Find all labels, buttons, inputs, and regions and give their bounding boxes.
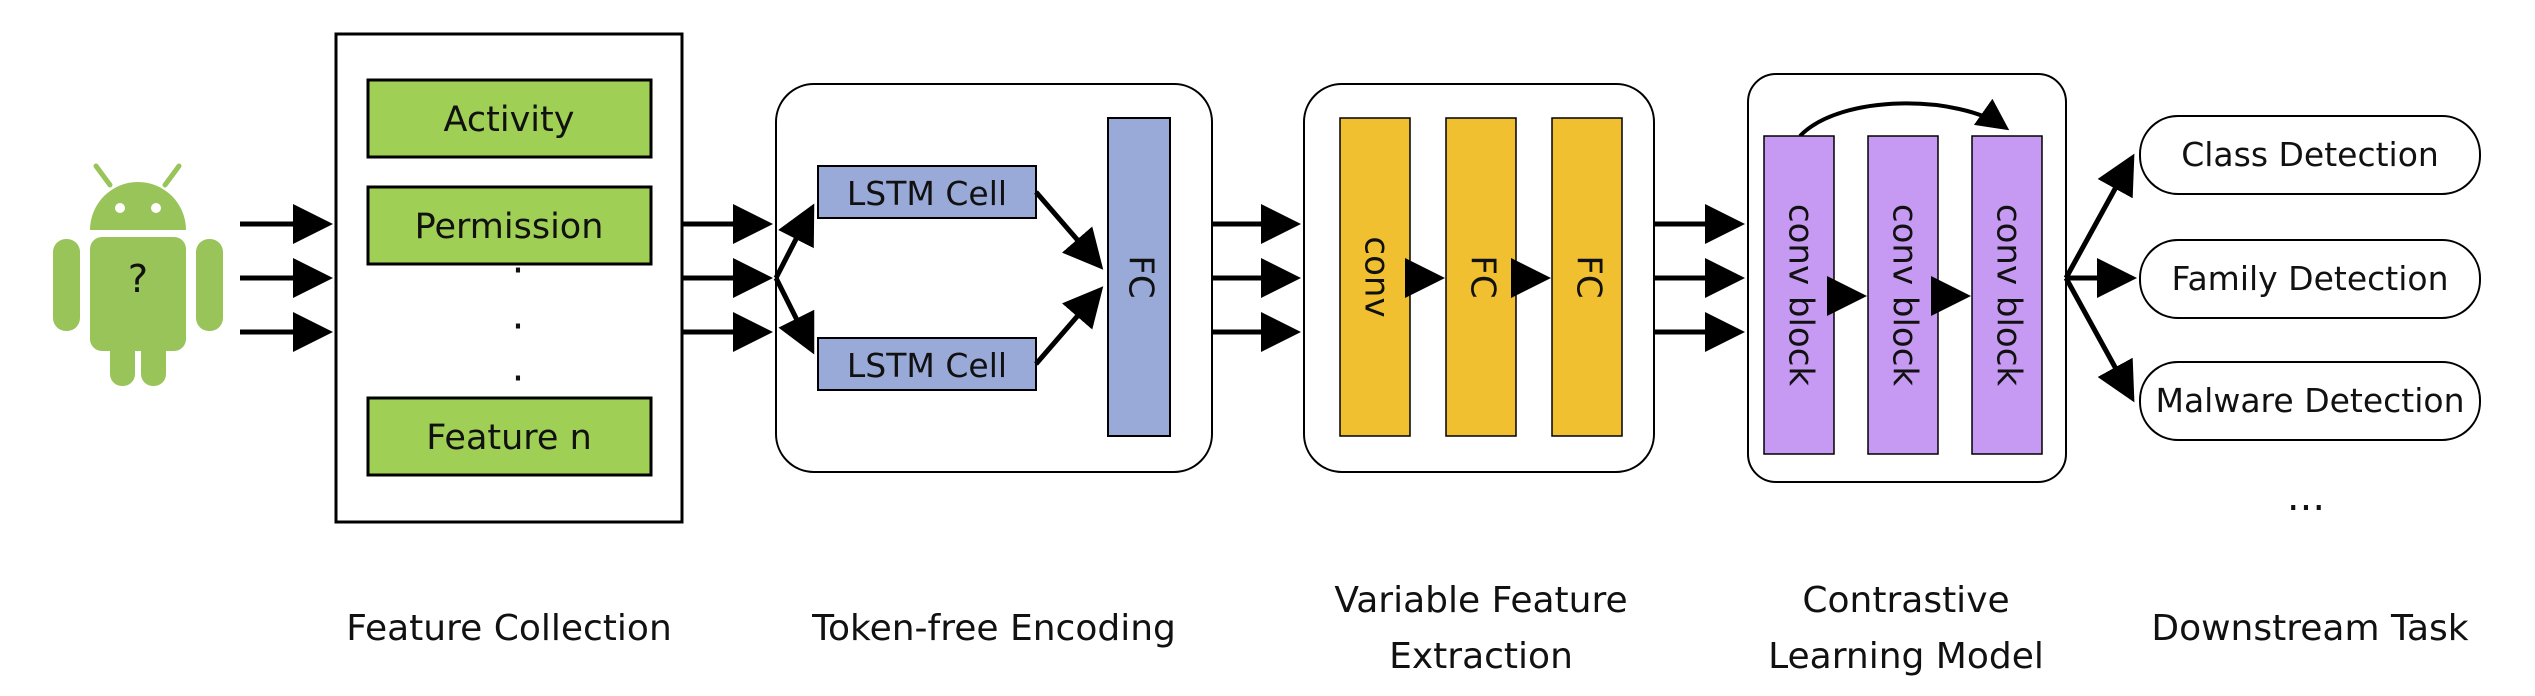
- conv-label: conv: [1357, 236, 1397, 317]
- conv-block-3: [1971, 135, 2043, 455]
- stage-label-contrastive-line1: Contrastive: [1802, 580, 2009, 621]
- skip-connection-arrow: [1798, 98, 2010, 138]
- input-arrows: [240, 204, 333, 352]
- task-class-detection-label: Class Detection: [2181, 135, 2439, 174]
- feature-n-label: Feature n: [426, 418, 592, 458]
- android-question-mark: ?: [128, 257, 148, 301]
- ellipsis-dot: ·: [512, 356, 525, 402]
- task-family-detection: [2139, 239, 2481, 319]
- fc-1-label: FC: [1463, 255, 1503, 298]
- task-family-detection-label: Family Detection: [2172, 259, 2449, 298]
- stage-label-feature-collection: Feature Collection: [346, 608, 672, 649]
- contrastive-to-downstream-arrows: [2063, 153, 2137, 403]
- stage-label-contrastive-line2: Learning Model: [1768, 636, 2044, 677]
- task-malware-detection-label: Malware Detection: [2155, 381, 2464, 420]
- conv-block-3-label: conv block: [1989, 204, 2029, 386]
- feature-permission-label: Permission: [415, 207, 604, 247]
- ellipsis-dot: ·: [512, 304, 525, 350]
- android-icon: ?: [53, 163, 223, 386]
- extraction-to-contrastive-arrows: [1654, 204, 1745, 352]
- stage-label-variable-feature-line2: Extraction: [1389, 636, 1573, 677]
- encoding-to-extraction-arrows: [1212, 204, 1301, 352]
- feature-box-feature-n: [366, 396, 653, 477]
- fc-layer-2: [1551, 117, 1623, 437]
- fc-layer-encoding: [1107, 117, 1171, 437]
- fc-layer-1: [1445, 117, 1517, 437]
- feature-collection-panel: Activity Permission · · · Feature n: [334, 32, 684, 524]
- task-class-detection: [2139, 115, 2481, 195]
- feature-box-permission: [366, 185, 653, 266]
- conv-block-2-label: conv block: [1885, 204, 1925, 386]
- ellipsis-dot: ·: [512, 248, 525, 294]
- conv-layer: [1339, 117, 1411, 437]
- feature-activity-label: Activity: [444, 100, 575, 140]
- token-free-encoding-panel: LSTM Cell LSTM Cell FC: [773, 83, 1213, 473]
- fc-encoding-label: FC: [1121, 255, 1161, 298]
- more-tasks-ellipsis: ...: [2287, 474, 2325, 520]
- feature-to-encoding-arrows: [682, 204, 773, 352]
- conv-block-1-label: conv block: [1781, 204, 1821, 386]
- lstm-cell-bottom-label: LSTM Cell: [847, 346, 1007, 385]
- task-malware-detection: [2139, 361, 2481, 441]
- downstream-task-panel: Class Detection Family Detection Malware…: [2139, 115, 2481, 520]
- fc-2-label: FC: [1569, 255, 1609, 298]
- contrastive-learning-panel: conv block conv block conv block: [1747, 73, 2067, 483]
- feature-box-activity: [366, 78, 653, 159]
- lstm-cell-top-label: LSTM Cell: [847, 174, 1007, 213]
- stage-label-token-free-encoding: Token-free Encoding: [811, 608, 1176, 649]
- stage-label-variable-feature-line1: Variable Feature: [1334, 580, 1627, 621]
- conv-block-2: [1867, 135, 1939, 455]
- variable-feature-extraction-panel: conv FC FC: [1303, 83, 1655, 473]
- conv-block-1: [1763, 135, 1835, 455]
- stage-label-downstream-task: Downstream Task: [2151, 608, 2468, 649]
